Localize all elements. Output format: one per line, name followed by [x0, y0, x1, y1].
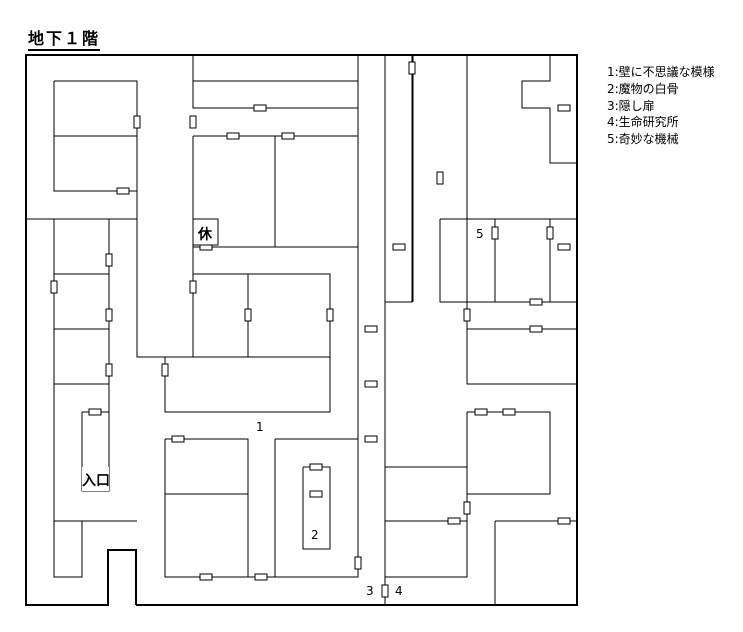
door-13 — [529, 298, 543, 306]
door-35 — [199, 573, 213, 581]
door-10 — [491, 226, 499, 240]
legend-item-4: 4:生命研究所 — [607, 115, 679, 130]
wall-34 — [385, 466, 468, 578]
entrance-label: 入口 — [82, 473, 110, 489]
wall-38 — [466, 411, 551, 495]
door-28 — [474, 408, 488, 416]
door-7 — [436, 171, 444, 185]
wall-27 — [164, 438, 249, 578]
door-32 — [309, 463, 323, 471]
rest-area-box — [192, 218, 219, 246]
door-37 — [381, 584, 389, 598]
door-1 — [116, 187, 130, 195]
doors — [50, 61, 571, 598]
door-29 — [502, 408, 516, 416]
door-15 — [50, 280, 58, 294]
door-16 — [105, 308, 113, 322]
door-20 — [326, 308, 334, 322]
door-0 — [133, 115, 141, 129]
wall-18 — [136, 191, 331, 413]
door-6 — [408, 61, 416, 75]
marker-1: 1 — [256, 420, 264, 434]
door-36 — [254, 573, 268, 581]
door-11 — [546, 226, 554, 240]
door-33 — [309, 490, 323, 498]
outer-boundary — [25, 54, 578, 606]
door-17 — [105, 363, 113, 377]
door-25 — [364, 435, 378, 443]
door-23 — [364, 325, 378, 333]
door-9 — [557, 104, 571, 112]
legend-item-3: 3:隠し扉 — [607, 98, 655, 113]
door-30 — [88, 408, 102, 416]
door-5 — [281, 132, 295, 140]
door-19 — [244, 308, 252, 322]
wall-8 — [384, 55, 413, 303]
door-34 — [354, 556, 362, 570]
marker-4: 4 — [395, 584, 403, 598]
rest-area-label: 休 — [197, 226, 213, 243]
door-31 — [171, 435, 185, 443]
outer-wall — [25, 54, 578, 606]
map-title: 地下１階 — [28, 30, 101, 51]
door-2 — [189, 115, 197, 129]
door-12 — [557, 243, 571, 251]
legend-item-1: 1:壁に不思議な模様 — [607, 65, 715, 79]
door-4 — [226, 132, 240, 140]
door-38 — [463, 501, 471, 515]
door-18 — [189, 280, 197, 294]
wall-36 — [466, 302, 577, 385]
door-3 — [253, 104, 267, 112]
marker-3: 3 — [366, 584, 374, 598]
door-22 — [161, 363, 169, 377]
wall-26 — [53, 521, 83, 578]
wall-13 — [439, 219, 577, 303]
marker-5: 5 — [476, 227, 484, 241]
door-26 — [463, 308, 471, 322]
wall-11 — [521, 55, 577, 164]
door-8 — [392, 243, 406, 251]
wall-29 — [165, 55, 359, 578]
door-40 — [557, 517, 571, 525]
entrance-box — [82, 467, 109, 491]
legend-item-5: 5:奇妙な機械 — [607, 132, 679, 147]
legend-item-2: 2:魔物の白骨 — [607, 81, 679, 96]
door-39 — [447, 517, 461, 525]
dungeon-walls — [26, 55, 577, 605]
marker-2: 2 — [311, 528, 319, 542]
door-27 — [529, 325, 543, 333]
door-14 — [105, 253, 113, 267]
door-24 — [364, 380, 378, 388]
map-legend: 1:壁に不思議な模様 2:魔物の白骨 3:隠し扉 4:生命研究所 5:奇妙な機械 — [607, 64, 715, 148]
